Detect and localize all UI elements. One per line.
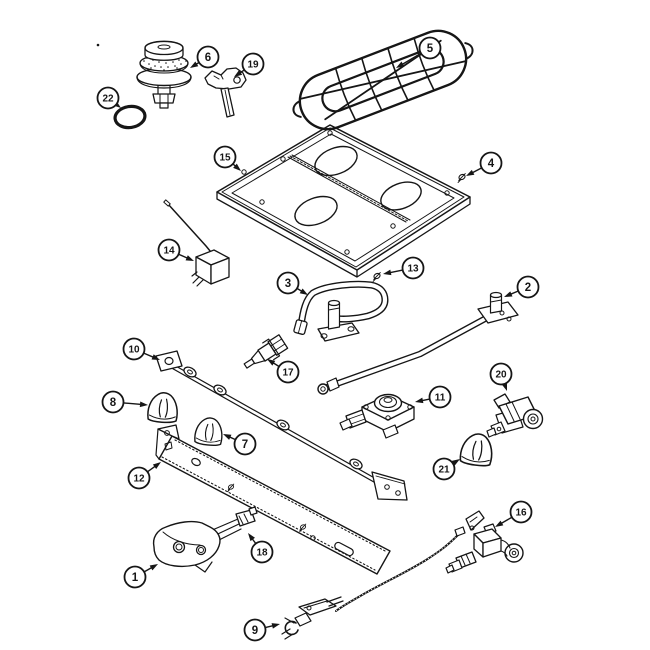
leader-arrow-icon <box>415 397 424 404</box>
screw-small-a <box>227 483 235 493</box>
solenoid-valve <box>486 393 544 438</box>
screw-small-b <box>299 523 307 533</box>
burner-opening-1 <box>314 145 358 177</box>
callout-20: 20 <box>489 362 513 391</box>
callout-number: 20 <box>495 370 507 381</box>
leader-arrow-icon <box>190 61 199 68</box>
callout-number: 7 <box>242 439 248 451</box>
leader-arrow-icon <box>151 354 160 360</box>
callout-number: 8 <box>110 397 117 409</box>
orifice-hood-18 <box>235 506 258 527</box>
callout-10: 10 <box>122 337 160 361</box>
leader-arrow-icon <box>466 169 475 176</box>
callout-number: 16 <box>515 508 527 519</box>
leader-arrow-icon <box>267 359 276 366</box>
callout-number: 10 <box>128 345 140 356</box>
callout-number: 14 <box>163 246 175 257</box>
leader-arrow-icon <box>185 255 194 261</box>
leader-arrow-icon <box>299 288 308 295</box>
callout-number: 11 <box>435 393 446 404</box>
burner-stipple <box>143 57 187 71</box>
ignitor-wire <box>335 534 459 612</box>
callout-15: 15 <box>213 145 241 171</box>
front-burner-assembly <box>152 506 258 573</box>
leader-arrow-icon <box>223 434 232 440</box>
knob-cap-7 <box>194 417 223 446</box>
rear-burner-tube <box>317 291 519 395</box>
knob-cap-8 <box>147 392 178 424</box>
front-burner-tube <box>293 280 389 342</box>
burner-opening-2 <box>380 181 422 211</box>
pressure-regulator <box>339 393 415 439</box>
callout-number: 4 <box>488 158 495 170</box>
burner-opening-3 <box>294 195 338 227</box>
callout-number: 22 <box>102 94 114 105</box>
callout-number: 5 <box>427 43 434 55</box>
orifice-spud <box>243 334 289 369</box>
callout-number: 3 <box>285 278 291 290</box>
leader-arrow-icon <box>234 70 243 77</box>
callout-number: 15 <box>219 153 231 164</box>
callout-7: 7 <box>223 432 257 456</box>
leader-arrow-icon <box>271 623 280 629</box>
leader-arrow-icon <box>504 291 513 297</box>
callout-2: 2 <box>504 275 540 299</box>
spark-module <box>163 199 230 287</box>
screw-13 <box>372 272 381 282</box>
callout-13: 13 <box>383 256 425 280</box>
burner-grate <box>292 29 474 131</box>
callout-11: 11 <box>415 385 452 409</box>
callout-22: 22 <box>96 86 121 110</box>
support-bracket <box>155 424 391 575</box>
speck <box>96 43 100 47</box>
callout-19: 19 <box>234 52 265 77</box>
leader-arrow-icon <box>495 520 504 527</box>
callout-number: 9 <box>252 625 258 637</box>
leader-arrow-icon <box>383 269 392 276</box>
callout-9: 9 <box>243 618 280 642</box>
callout-number: 12 <box>133 474 145 485</box>
leader-arrow-icon <box>139 401 148 408</box>
callout-number: 2 <box>525 282 531 294</box>
callout-number: 18 <box>256 548 268 559</box>
callout-8: 8 <box>101 390 148 414</box>
callout-21: 21 <box>432 457 460 481</box>
callout-16: 16 <box>495 500 533 527</box>
callout-number: 19 <box>247 60 259 71</box>
callout-6: 6 <box>190 45 220 69</box>
leader-arrow-icon <box>396 61 405 68</box>
knob-cap-21 <box>459 433 493 467</box>
burner-tool <box>204 67 247 118</box>
leader-arrow-icon <box>248 533 255 542</box>
callout-number: 1 <box>132 572 139 584</box>
leader-arrow-icon <box>233 163 241 171</box>
callout-18: 18 <box>248 533 274 564</box>
leader-arrow-icon <box>152 462 161 469</box>
callout-17: 17 <box>267 359 300 384</box>
main-top-panel <box>216 124 471 278</box>
callout-1: 1 <box>123 564 158 589</box>
callout-number: 17 <box>282 368 294 379</box>
callout-3: 3 <box>276 271 308 295</box>
callout-12: 12 <box>127 462 161 490</box>
callout-number: 21 <box>438 465 450 476</box>
o-ring <box>113 104 147 130</box>
leader-arrow-icon <box>149 564 158 571</box>
ignitor-electrode <box>281 596 344 640</box>
gas-valve <box>445 510 524 574</box>
callout-4: 4 <box>466 151 503 176</box>
callout-number: 13 <box>407 264 419 275</box>
callout-number: 6 <box>205 52 211 64</box>
callout-5: 5 <box>396 36 442 68</box>
surface-burner <box>136 40 192 109</box>
screw-4 <box>457 173 466 183</box>
manifold-pipe <box>155 350 408 501</box>
callout-14: 14 <box>157 238 194 262</box>
